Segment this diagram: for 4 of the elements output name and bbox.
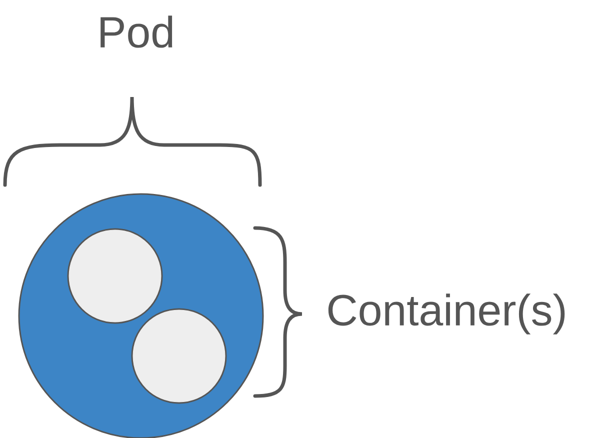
container-label: Container(s) <box>328 294 565 334</box>
pod-label: Pod <box>100 16 172 48</box>
container-circle <box>131 308 227 404</box>
container-circle <box>67 228 163 324</box>
